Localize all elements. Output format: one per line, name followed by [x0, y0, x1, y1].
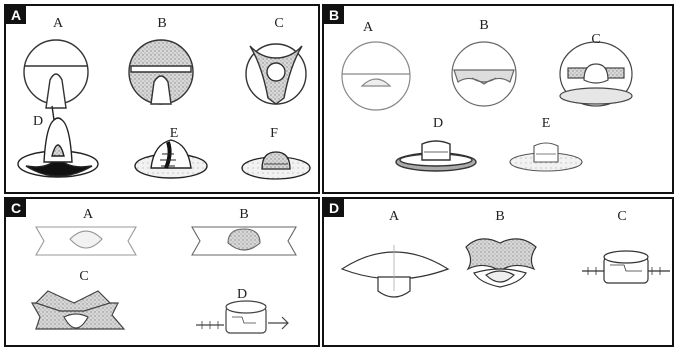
- panel-d: D A B C: [322, 197, 674, 347]
- panel-a-label-f: F: [270, 126, 278, 142]
- panel-c-label-d: D: [237, 287, 247, 303]
- panel-d-fig-b: [466, 239, 536, 287]
- panel-d-fig-c: [582, 251, 670, 283]
- panel-a-fig-f: [242, 152, 310, 179]
- panel-d-label-c: C: [617, 209, 626, 225]
- panel-c-label-c: C: [79, 269, 88, 285]
- panel-a-label-d: D: [33, 114, 43, 130]
- panel-c-fig-b: [192, 227, 296, 255]
- panel-d-label-b: B: [495, 209, 504, 225]
- panel-d-badge: D: [324, 199, 344, 217]
- panel-b: B A B C D E: [322, 4, 674, 194]
- panel-c-fig-d: [196, 301, 288, 333]
- panel-b-drawings: [324, 6, 672, 192]
- panel-a-fig-d: [18, 106, 98, 177]
- panel-c-badge: C: [6, 199, 26, 217]
- panel-b-label-a: A: [363, 20, 373, 36]
- panel-b-fig-d: [396, 141, 476, 171]
- panel-d-label-a: A: [389, 209, 399, 225]
- panel-a: A A B C D E F: [4, 4, 320, 194]
- panel-b-label-d: D: [433, 116, 443, 132]
- panel-b-fig-a: [342, 42, 410, 110]
- panel-d-fig-a: [342, 245, 448, 297]
- panel-a-drawings: [6, 6, 318, 192]
- panel-a-label-e: E: [170, 126, 179, 142]
- panel-b-fig-b: [452, 42, 516, 106]
- panel-b-label-e: E: [542, 116, 551, 132]
- panel-a-label-a: A: [53, 16, 63, 32]
- panel-c-drawings: [6, 199, 318, 345]
- panel-b-fig-e: [510, 143, 582, 171]
- panel-c-label-b: B: [239, 207, 248, 223]
- panel-c-label-a: A: [83, 207, 93, 223]
- panel-a-fig-b: [129, 40, 193, 104]
- panel-b-fig-c: [560, 42, 632, 106]
- panel-a-fig-c: [246, 44, 306, 104]
- panel-a-label-b: B: [157, 16, 166, 32]
- panel-a-fig-a: [24, 40, 88, 108]
- panel-a-fig-e: [135, 140, 207, 178]
- panel-a-badge: A: [6, 6, 26, 24]
- panel-b-label-c: C: [591, 32, 600, 48]
- panel-a-label-c: C: [274, 16, 283, 32]
- panel-c-fig-c: [32, 291, 124, 329]
- panel-b-label-b: B: [479, 18, 488, 34]
- panel-b-badge: B: [324, 6, 344, 24]
- panel-c-fig-a: [36, 227, 136, 255]
- panel-c: C A B C D: [4, 197, 320, 347]
